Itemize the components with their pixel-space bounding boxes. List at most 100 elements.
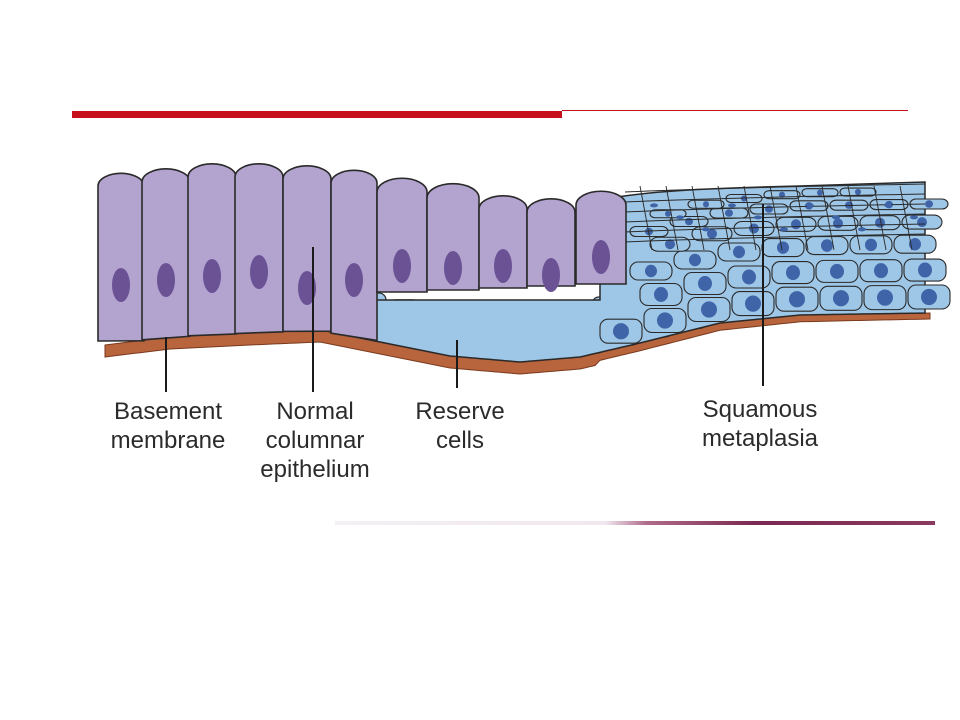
squamous-cell-nucleus bbox=[791, 219, 801, 230]
title-accent-bar bbox=[72, 111, 562, 118]
squamous-cell-nucleus bbox=[665, 210, 671, 217]
squamous-cell-nucleus bbox=[733, 245, 745, 259]
columnar-cell bbox=[376, 177, 428, 293]
columnar-cell-nucleus bbox=[112, 268, 130, 302]
squamous-cell-nucleus bbox=[874, 263, 888, 279]
squamous-flat-boundary bbox=[743, 185, 757, 251]
label-basement-membrane: Basement membrane bbox=[98, 397, 238, 455]
label-basement-line-1: Basement bbox=[113, 398, 223, 425]
columnar-cell bbox=[526, 198, 576, 287]
squamous-cell-nucleus bbox=[707, 228, 717, 239]
squamous-cell-nucleus bbox=[918, 262, 932, 278]
columnar-cell bbox=[478, 195, 528, 289]
squamous-cell-nucleus bbox=[855, 188, 861, 196]
label-reserve-line-2: cells bbox=[435, 427, 484, 454]
squamous-cell-nucleus bbox=[909, 237, 921, 251]
label-pointer-lines bbox=[165, 204, 764, 392]
squamous-flat-nucleus bbox=[650, 203, 658, 208]
squamous-cell-nucleus bbox=[665, 239, 675, 250]
squamous-flat-nucleus bbox=[676, 215, 684, 220]
label-columnar-line-3: epithelium bbox=[260, 456, 370, 483]
squamous-flat-boundary bbox=[899, 185, 913, 251]
label-reserve-line-1: Reserve bbox=[415, 398, 505, 425]
squamous-cell-nucleus bbox=[865, 238, 877, 252]
title-divider-line bbox=[562, 110, 908, 111]
squamous-flat-line bbox=[624, 183, 926, 193]
squamous-flat-line bbox=[624, 213, 926, 223]
squamous-cell-nucleus bbox=[654, 287, 668, 302]
squamous-flat-nucleus bbox=[728, 203, 736, 208]
columnar-cell-nucleus bbox=[203, 259, 221, 293]
squamous-flat-nucleus bbox=[754, 215, 762, 220]
columnar-cell-nucleus bbox=[250, 255, 268, 289]
label-squamous-line-2: metaplasia bbox=[701, 425, 819, 452]
columnar-cell-nucleus bbox=[393, 249, 411, 283]
squamous-cell-nucleus bbox=[749, 223, 759, 234]
columnar-cell bbox=[141, 168, 191, 341]
columnar-cell bbox=[330, 169, 378, 342]
squamous-cell-nucleus bbox=[789, 291, 805, 308]
squamous-flat-boundary bbox=[847, 185, 861, 251]
squamous-cell-nucleus bbox=[742, 269, 756, 285]
squamous-flat-nucleus bbox=[780, 227, 788, 232]
label-basement-line-2: membrane bbox=[110, 427, 226, 454]
squamous-cell-nucleus bbox=[921, 288, 937, 306]
columnar-cell-nucleus bbox=[444, 251, 462, 285]
squamous-cell-nucleus bbox=[703, 201, 709, 208]
label-squamous-metaplasia: Squamous metaplasia bbox=[685, 395, 835, 453]
squamous-cell-nucleus bbox=[877, 289, 893, 306]
columnar-cell-nucleus bbox=[542, 258, 560, 292]
columnar-cell-nucleus bbox=[494, 249, 512, 283]
columnar-cell bbox=[234, 163, 284, 335]
squamous-flat-boundary bbox=[821, 185, 835, 251]
label-squamous-line-1: Squamous bbox=[702, 396, 818, 423]
squamous-flat-boundary bbox=[691, 185, 705, 251]
squamous-cell-nucleus bbox=[725, 209, 733, 217]
squamous-cell-nucleus bbox=[821, 239, 833, 252]
squamous-flat-cell-grid bbox=[624, 183, 926, 251]
squamous-cell-nucleus bbox=[657, 312, 673, 329]
squamous-flat-nucleus bbox=[832, 215, 840, 220]
columnar-cell bbox=[97, 172, 145, 342]
squamous-flat-boundary bbox=[665, 185, 679, 251]
squamous-cell-nucleus bbox=[777, 241, 789, 254]
squamous-cell-nucleus bbox=[645, 264, 657, 278]
columnar-epithelium-layer bbox=[97, 163, 627, 342]
label-columnar-line-2: columnar bbox=[265, 427, 365, 454]
squamous-cell-nucleus bbox=[830, 263, 844, 279]
squamous-cell-nucleus bbox=[817, 189, 823, 196]
squamous-cell-nucleus bbox=[925, 200, 933, 208]
label-columnar-line-1: Normal bbox=[276, 398, 354, 425]
columnar-cell bbox=[282, 165, 332, 333]
squamous-flat-line bbox=[624, 223, 926, 233]
label-reserve-cells: Reserve cells bbox=[395, 397, 525, 455]
squamous-flat-boundary bbox=[639, 185, 653, 251]
squamous-cell-nucleus bbox=[685, 217, 693, 226]
columnar-cell-nucleus bbox=[298, 271, 316, 305]
figure-bottom-edge-strip bbox=[335, 521, 935, 525]
squamous-flat-line bbox=[624, 193, 926, 203]
squamous-cell-nucleus bbox=[833, 290, 849, 307]
columnar-cell-nucleus bbox=[157, 263, 175, 297]
squamous-cell-nucleus bbox=[917, 217, 927, 228]
squamous-cell-nucleus bbox=[833, 218, 843, 229]
columnar-cell bbox=[575, 190, 627, 285]
columnar-cell bbox=[426, 182, 480, 291]
squamous-cell-nucleus bbox=[786, 265, 800, 281]
squamous-cell-nucleus bbox=[745, 295, 761, 312]
squamous-cell-nucleus bbox=[613, 323, 629, 340]
squamous-flat-boundary bbox=[795, 185, 809, 251]
squamous-flat-nucleus bbox=[884, 203, 892, 208]
squamous-flat-nucleus bbox=[702, 227, 710, 232]
columnar-cell-nucleus bbox=[592, 240, 610, 274]
squamous-cell-nucleus bbox=[765, 205, 773, 213]
squamous-flat-boundary bbox=[873, 185, 887, 251]
squamous-cell-nucleus bbox=[689, 253, 701, 267]
columnar-cell bbox=[187, 163, 237, 337]
label-normal-columnar-epithelium: Normal columnar epithelium bbox=[240, 397, 390, 484]
squamous-flat-nucleus bbox=[858, 227, 866, 232]
squamous-flat-nucleus bbox=[910, 215, 918, 220]
squamous-flat-boundary bbox=[717, 185, 731, 251]
columnar-cell-nucleus bbox=[345, 263, 363, 297]
